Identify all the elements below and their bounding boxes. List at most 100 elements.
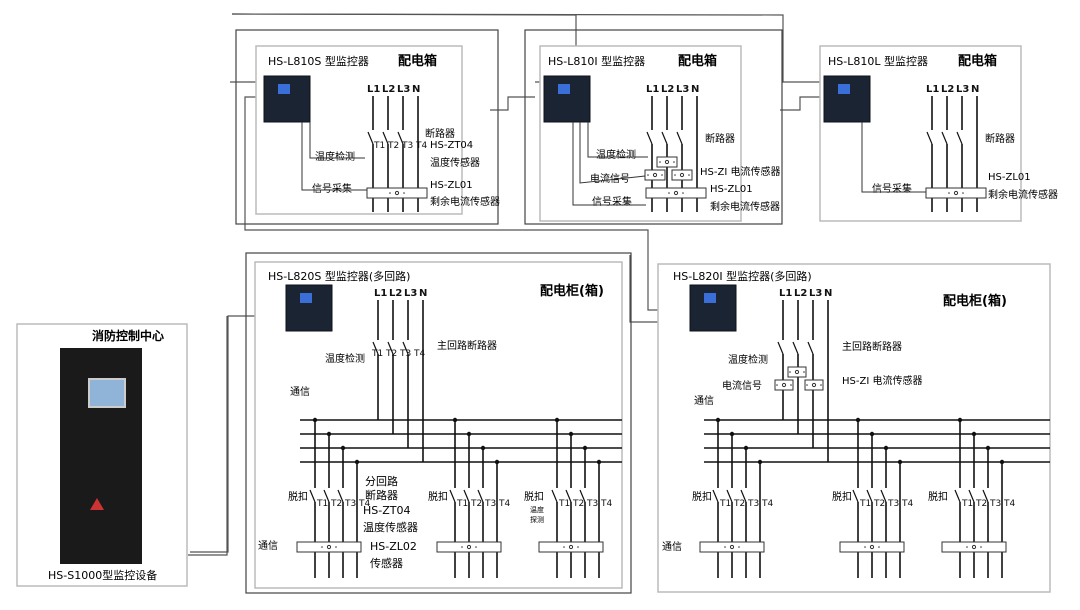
ct-sensor — [787, 366, 807, 378]
cab1-sensor-model: HS-ZL02 — [370, 540, 417, 553]
box2-type: 配电箱 — [678, 54, 718, 69]
box-frame-1 — [235, 29, 499, 225]
branch-sensor — [538, 541, 604, 553]
breaker-blade — [367, 131, 374, 145]
phase-label: L3 — [956, 84, 969, 95]
box1-rc-name: 剩余电流传感器 — [430, 197, 500, 208]
warning-icon — [90, 498, 104, 510]
phase-label: L2 — [941, 84, 954, 95]
residual-current-sensor — [645, 187, 707, 199]
monitor-hs-l820s — [285, 284, 333, 332]
breaker-blade — [880, 489, 887, 503]
t-label: T4 — [358, 499, 370, 509]
cab1-main-breaker: 主回路断路器 — [437, 341, 497, 352]
t-label: T2 — [385, 349, 397, 359]
server-rack-image — [60, 348, 142, 564]
t-label: T4 — [901, 499, 913, 509]
cab1-probe-1: 温度 — [530, 506, 544, 514]
control-center-title: 消防控制中心 — [92, 329, 165, 343]
cab1-branch-title-1: 分回路 — [365, 475, 398, 488]
sensor-dot — [568, 544, 574, 550]
t-label: T1 — [859, 499, 871, 509]
breaker-blade — [740, 489, 747, 503]
phase-label: L1 — [779, 288, 792, 299]
box2-ct-sensor: HS-ZI 电流传感器 — [700, 167, 781, 178]
sensor-dot — [668, 192, 670, 194]
phase-label: N — [824, 288, 832, 299]
sensor-dot — [674, 174, 676, 176]
phase-label: L2 — [382, 84, 395, 95]
t-label: T2 — [387, 141, 399, 151]
t-label: T4 — [498, 499, 510, 509]
cab1-temp-sensor-model: HS-ZT04 — [363, 504, 411, 517]
monitor-hs-l810s — [263, 75, 311, 123]
breaker-blade — [551, 489, 558, 503]
breaker-blade — [726, 489, 733, 503]
sensor-dot — [864, 546, 866, 548]
monitor-screen — [558, 84, 570, 94]
phase-label: L2 — [389, 288, 402, 299]
box1-type: 配电箱 — [398, 54, 438, 69]
breaker-blade — [382, 131, 389, 145]
cab2-current-label: 电流信号 — [722, 381, 762, 392]
sensor-dot — [789, 371, 791, 373]
phase-label: L1 — [367, 84, 380, 95]
sensor-dot — [738, 546, 740, 548]
ct-sensor — [671, 169, 693, 181]
box3-rc-model: HS-ZL01 — [988, 172, 1031, 183]
t-label: T2 — [330, 499, 342, 509]
phase-label: L2 — [794, 288, 807, 299]
t-label: T3 — [344, 499, 356, 509]
control-center-device: HS-S1000型监控设备 — [48, 569, 158, 582]
t-label: T4 — [600, 499, 612, 509]
breaker-blade — [676, 131, 683, 145]
cab2-trip-1: 脱扣 — [692, 492, 712, 503]
sensor-dot — [326, 544, 332, 550]
t-label: T1 — [558, 499, 570, 509]
cab1-trip-1: 脱扣 — [288, 492, 308, 503]
branch-sensor — [839, 541, 905, 553]
ct-sensor — [804, 379, 824, 391]
sensor-dot — [878, 546, 880, 548]
t-label: T4 — [761, 499, 773, 509]
breaker-blade — [956, 131, 963, 145]
sensor-dot — [971, 544, 977, 550]
cab1-comm-label-2: 通信 — [258, 541, 278, 552]
sensor-dot — [820, 384, 822, 386]
breaker-blade — [402, 341, 409, 355]
ct-sensor — [644, 169, 666, 181]
phase-label: L1 — [926, 84, 939, 95]
ct-sensor — [774, 379, 794, 391]
cab1-temp-sensor-name: 温度传感器 — [363, 521, 418, 534]
t-label: T3 — [484, 499, 496, 509]
box3-model: HS-L810L 型监控器 — [828, 55, 928, 68]
branch-sensor — [436, 541, 502, 553]
sensor-dot — [794, 369, 800, 375]
phase-label: N — [691, 84, 699, 95]
t-label: T3 — [989, 499, 1001, 509]
sensor-dot — [389, 192, 391, 194]
monitor-screen — [300, 293, 312, 303]
sensor-dot — [403, 192, 405, 194]
sensor-dot — [811, 382, 817, 388]
cab2-main-breaker: 主回路断路器 — [842, 342, 902, 353]
box1-temp-sensor-model: HS-ZT04 — [430, 140, 474, 151]
cab2-trip-2: 脱扣 — [832, 492, 852, 503]
cab2-type: 配电柜(箱) — [943, 294, 1007, 309]
box2-breaker: 断路器 — [705, 134, 735, 145]
sensor-dot — [321, 546, 323, 548]
monitor-hs-l820i — [689, 284, 737, 332]
sensor-dot — [563, 546, 565, 548]
phase-label: N — [971, 84, 979, 95]
box1-temp-sensor-name: 温度传感器 — [430, 158, 480, 169]
t-label: T2 — [975, 499, 987, 509]
cab1-type: 配电柜(箱) — [540, 284, 604, 299]
t-label: T1 — [456, 499, 468, 509]
box3-type: 配电箱 — [958, 54, 998, 69]
cab1-comm-label: 通信 — [290, 387, 310, 398]
signal-wire — [861, 122, 926, 193]
breaker-blade — [397, 131, 404, 145]
t-label: T1 — [719, 499, 731, 509]
